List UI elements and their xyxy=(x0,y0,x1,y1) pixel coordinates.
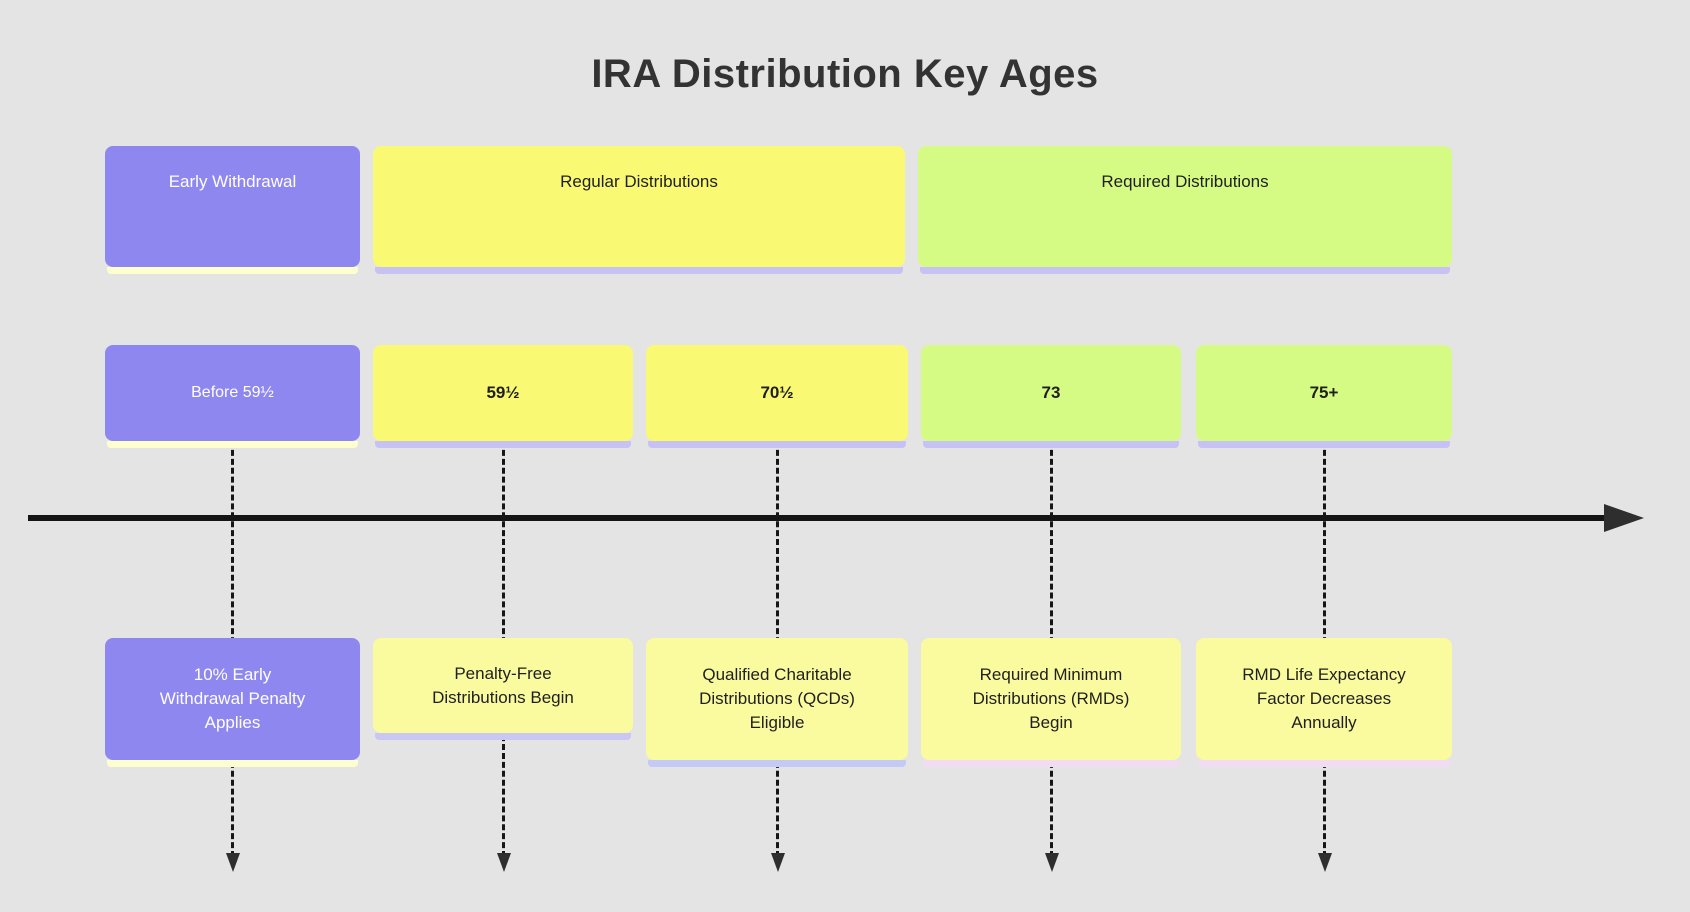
arrow-down-icon xyxy=(497,853,511,872)
section-early-withdrawal: Early Withdrawal xyxy=(105,146,360,274)
section-label: Early Withdrawal xyxy=(168,172,297,191)
age-label: 59½ xyxy=(486,383,520,402)
description-box-rmd-begin: Required Minimum Distributions (RMDs) Be… xyxy=(921,638,1181,767)
section-regular-distributions: Regular Distributions xyxy=(373,146,905,274)
age-box-75-plus: 75+ xyxy=(1196,345,1452,448)
description-box-rmd-factor: RMD Life Expectancy Factor Decreases Ann… xyxy=(1196,638,1452,767)
age-box-73: 73 xyxy=(921,345,1181,448)
age-box-59-half: 59½ xyxy=(373,345,633,448)
age-label: 75+ xyxy=(1309,383,1339,402)
description-text: RMD Life Expectancy Factor Decreases Ann… xyxy=(1242,665,1406,732)
age-box-before-59-half: Before 59½ xyxy=(105,345,360,448)
arrow-down-icon xyxy=(226,853,240,872)
section-label: Required Distributions xyxy=(1101,172,1269,191)
description-text: Required Minimum Distributions (RMDs) Be… xyxy=(972,665,1130,732)
arrow-down-icon xyxy=(771,853,785,872)
description-box-early-penalty: 10% Early Withdrawal Penalty Applies xyxy=(105,638,360,767)
arrow-down-icon xyxy=(1318,853,1332,872)
description-box-qcd: Qualified Charitable Distributions (QCDs… xyxy=(646,638,908,767)
description-text: 10% Early Withdrawal Penalty Applies xyxy=(159,665,306,732)
age-label: 70½ xyxy=(760,383,794,402)
timeline-arrow-right-icon xyxy=(1604,504,1644,532)
section-label: Regular Distributions xyxy=(560,172,718,191)
timeline-axis-line xyxy=(28,515,1610,521)
description-box-penalty-free: Penalty-Free Distributions Begin xyxy=(373,638,633,740)
arrow-down-icon xyxy=(1045,853,1059,872)
description-text: Penalty-Free Distributions Begin xyxy=(432,663,574,707)
age-label: Before 59½ xyxy=(191,384,274,401)
description-text: Qualified Charitable Distributions (QCDs… xyxy=(699,665,855,732)
age-box-70-half: 70½ xyxy=(646,345,908,448)
age-label: 73 xyxy=(1041,383,1061,402)
page-title: IRA Distribution Key Ages xyxy=(591,52,1099,96)
section-required-distributions: Required Distributions xyxy=(918,146,1452,274)
